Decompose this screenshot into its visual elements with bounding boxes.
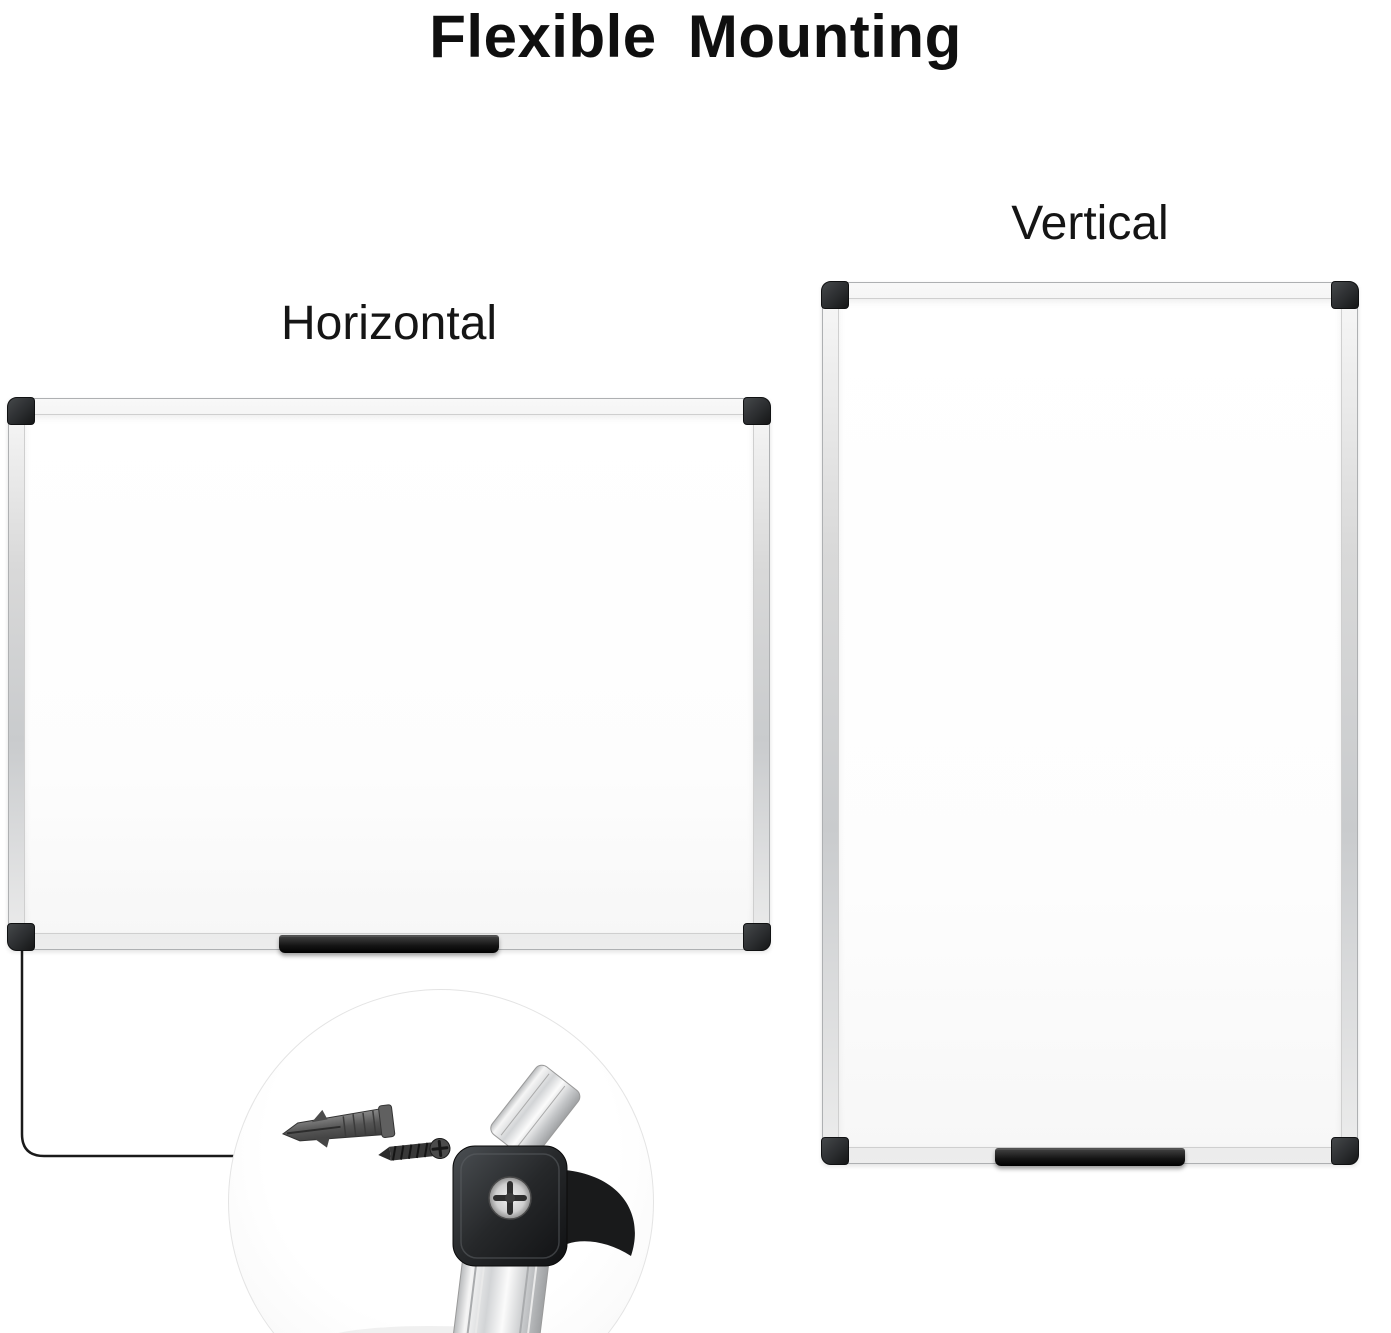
marker-tray	[995, 1148, 1185, 1166]
whiteboard-surface	[838, 298, 1342, 1148]
corner-cap-bottom-left	[7, 923, 35, 951]
corner-clip-icon	[565, 1170, 635, 1256]
corner-bracket-icon	[452, 1145, 568, 1267]
frame-rail-top-icon	[490, 1064, 581, 1161]
whiteboard-surface	[24, 414, 754, 934]
mounting-detail-circle	[228, 989, 654, 1333]
corner-cap-bottom-right	[743, 923, 771, 951]
marker-tray	[279, 935, 499, 953]
corner-cap-top-right	[1331, 281, 1359, 309]
corner-cap-top-left	[7, 397, 35, 425]
corner-cap-top-left	[821, 281, 849, 309]
whiteboard-horizontal	[7, 397, 771, 953]
wall-anchor-icon	[281, 1104, 396, 1148]
horizontal-label: Horizontal	[280, 297, 498, 350]
page-title: Flexible Mounting	[429, 3, 962, 70]
corner-cap-bottom-right	[1331, 1137, 1359, 1165]
screw-icon	[378, 1137, 451, 1161]
whiteboard-vertical	[821, 281, 1359, 1166]
corner-cap-bottom-left	[821, 1137, 849, 1165]
mounting-hardware-illustration	[281, 1064, 635, 1333]
vertical-label: Vertical	[1011, 197, 1169, 250]
corner-cap-top-right	[743, 397, 771, 425]
